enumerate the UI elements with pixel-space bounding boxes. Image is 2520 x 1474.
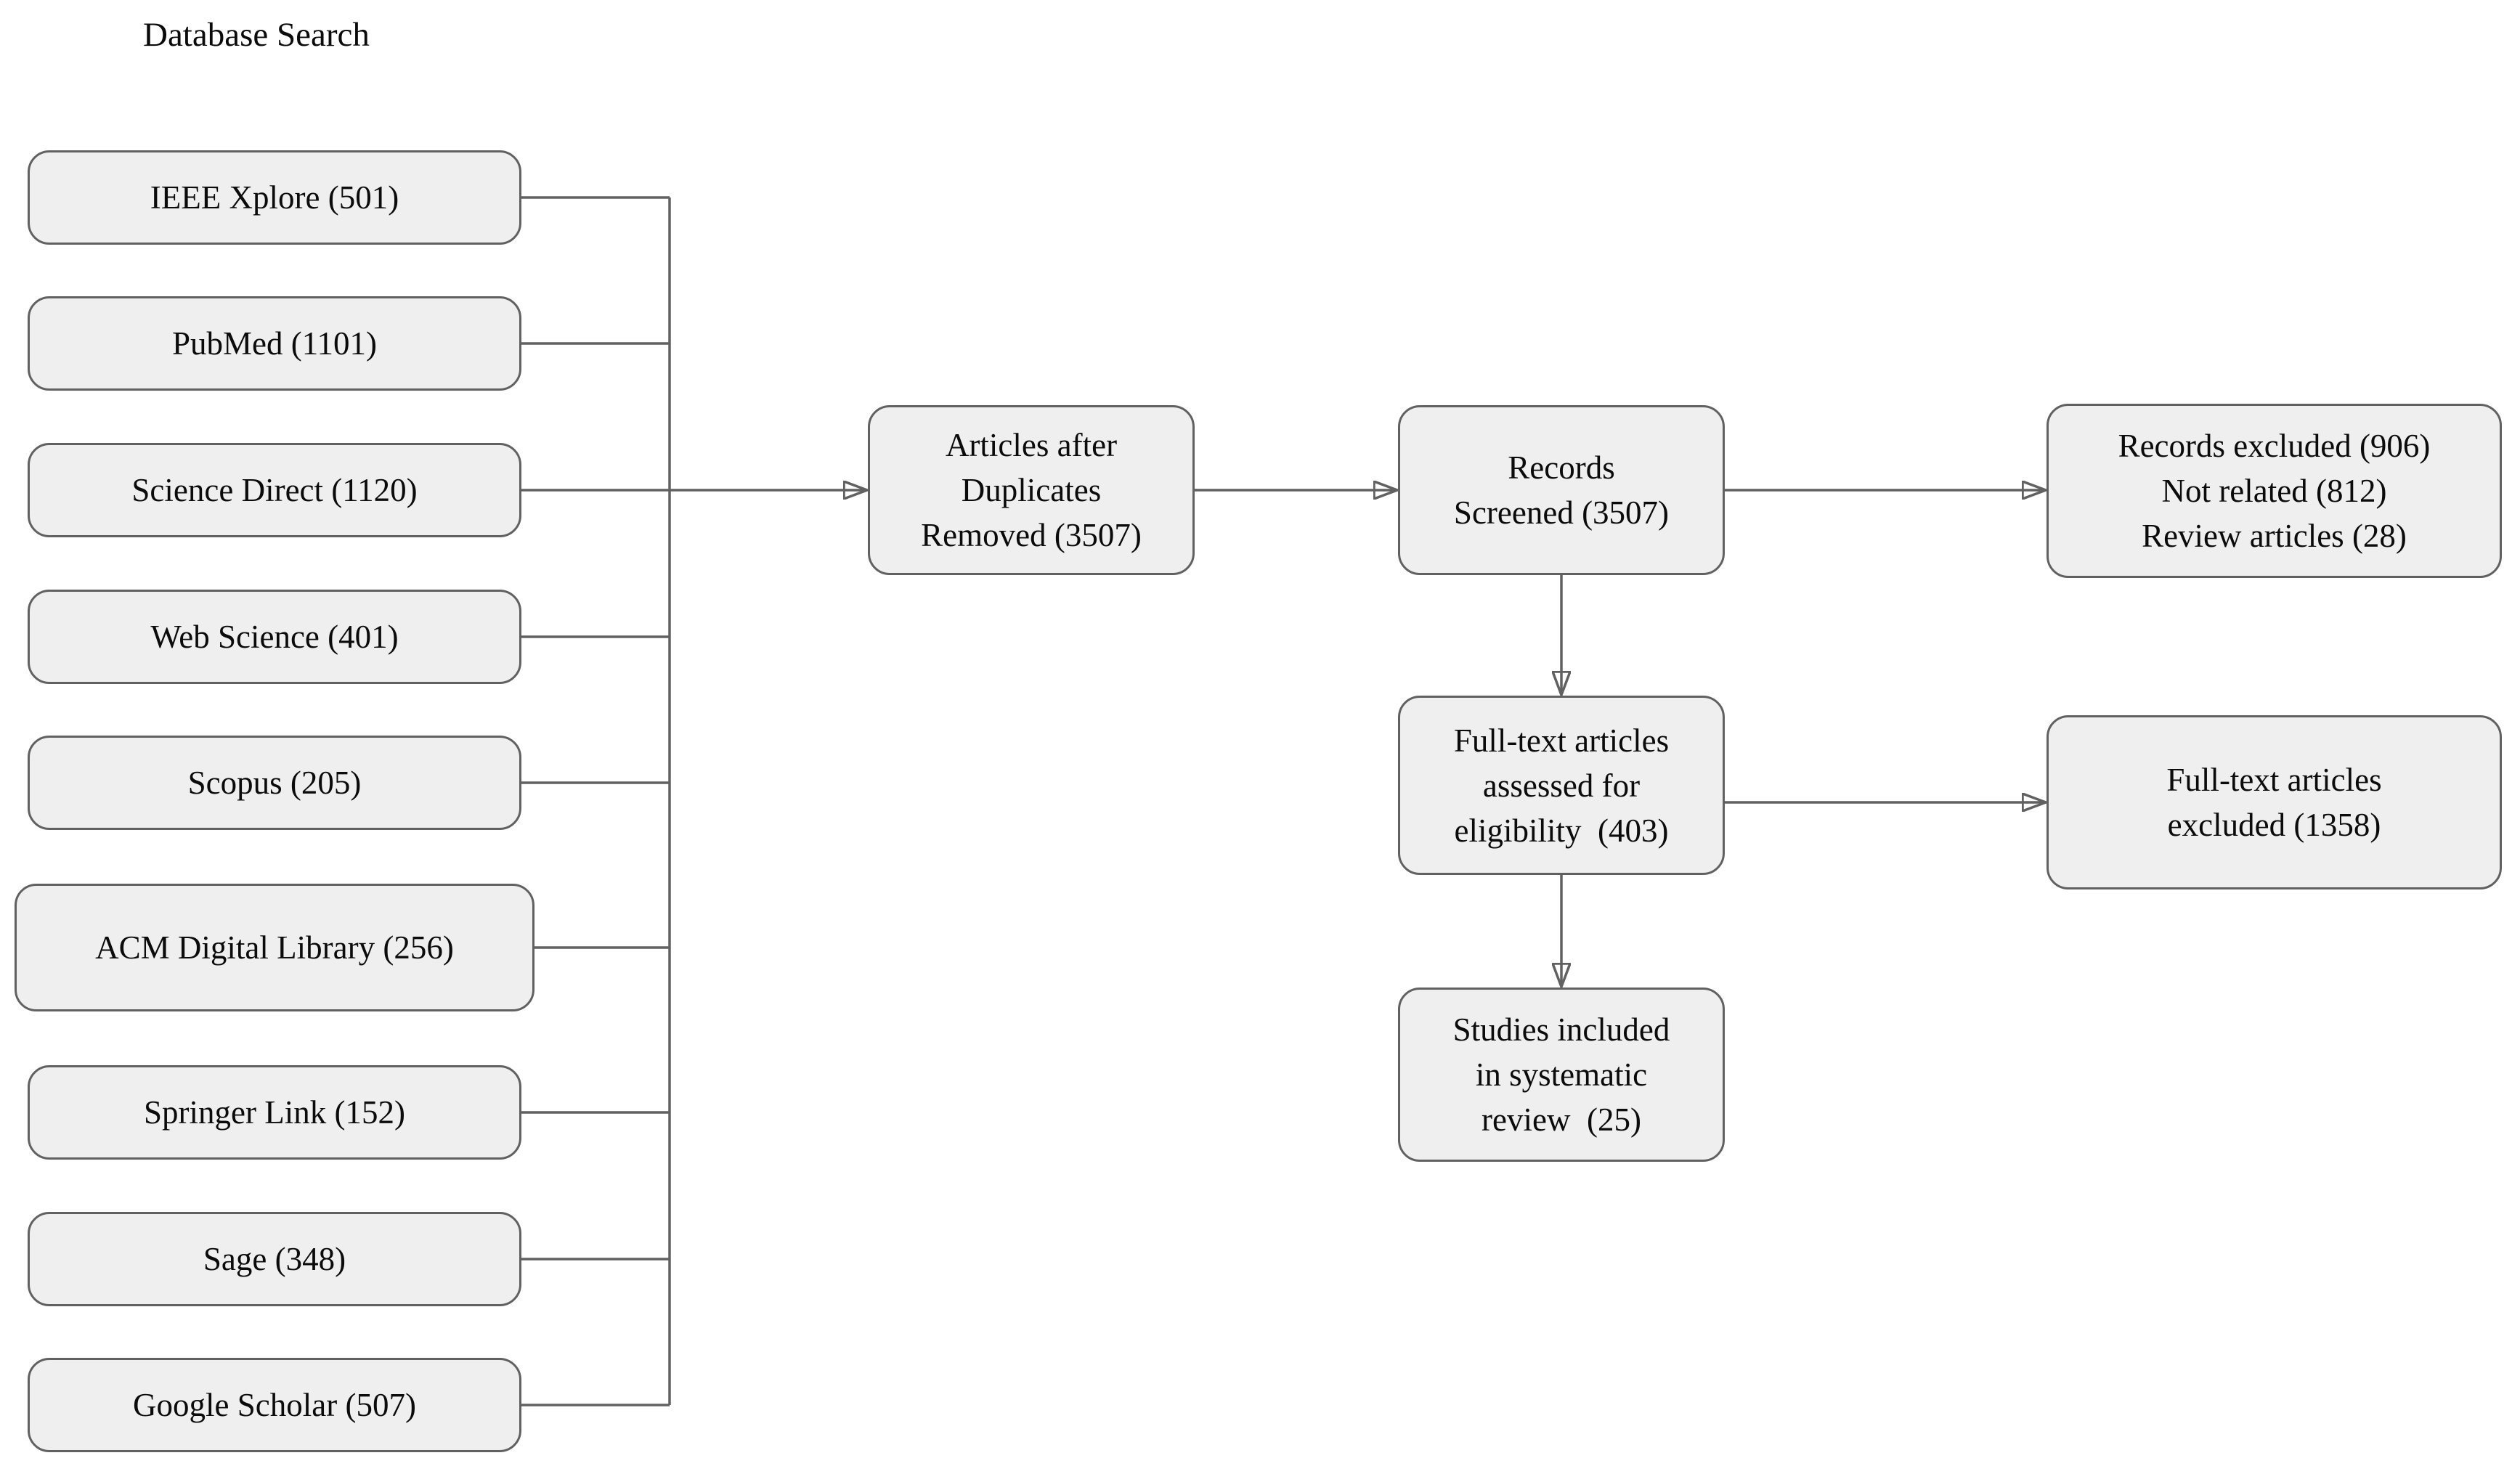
flow-box-text-line: Screened (3507) — [1453, 494, 1670, 531]
flow-box-text-line: review (25) — [1481, 1102, 1641, 1138]
flow-box-text-line: Duplicates — [961, 472, 1102, 508]
flow-box-text-line: in systematic — [1475, 1056, 1648, 1093]
flow-box-records-excluded: Records excluded (906) Not related (812) R… — [2047, 404, 2502, 578]
flow-box-text-line: eligibility (403) — [1454, 812, 1669, 849]
source-box-ieee-xplore: IEEE Xplore (501) — [28, 150, 521, 245]
source-box-pubmed: PubMed (1101) — [28, 296, 521, 391]
source-box-science-direct: Science Direct (1120) — [28, 443, 521, 537]
flow-box-text-line: Full-text articles — [1453, 722, 1670, 759]
flow-box-text-line: Records excluded (906) — [2118, 428, 2431, 464]
flow-box-text-line: Removed (3507) — [921, 517, 1142, 553]
flow-box-fulltext-excluded: Full-text articles excluded (1358) — [2047, 715, 2502, 889]
flow-box-text-line: Records — [1508, 449, 1615, 486]
flow-box-text-line: Not related (812) — [2161, 473, 2387, 509]
source-box-google-scholar: Google Scholar (507) — [28, 1358, 521, 1452]
flow-box-fulltext-assessed: Full-text articles assessed for eligibilit… — [1398, 696, 1725, 875]
flow-box-text-line: Articles after — [945, 427, 1118, 463]
source-box-sage: Sage (348) — [28, 1212, 521, 1306]
source-box-scopus: Scopus (205) — [28, 736, 521, 830]
source-box-springer-link: Springer Link (152) — [28, 1065, 521, 1160]
flow-box-studies-included: Studies included in systematic review (25) — [1398, 988, 1725, 1162]
flow-box-text-line: Review articles (28) — [2142, 518, 2407, 554]
source-box-acm-digital-library: ACM Digital Library (256) — [15, 884, 535, 1011]
page-title: Database Search — [143, 16, 370, 54]
flow-box-text-line: excluded (1358) — [2167, 807, 2381, 843]
source-box-web-science: Web Science (401) — [28, 590, 521, 684]
flow-box-text-line: assessed for — [1482, 767, 1641, 804]
flow-box-text-line: Studies included — [1452, 1011, 1670, 1048]
flow-box-text-line: Full-text articles — [2166, 762, 2382, 798]
